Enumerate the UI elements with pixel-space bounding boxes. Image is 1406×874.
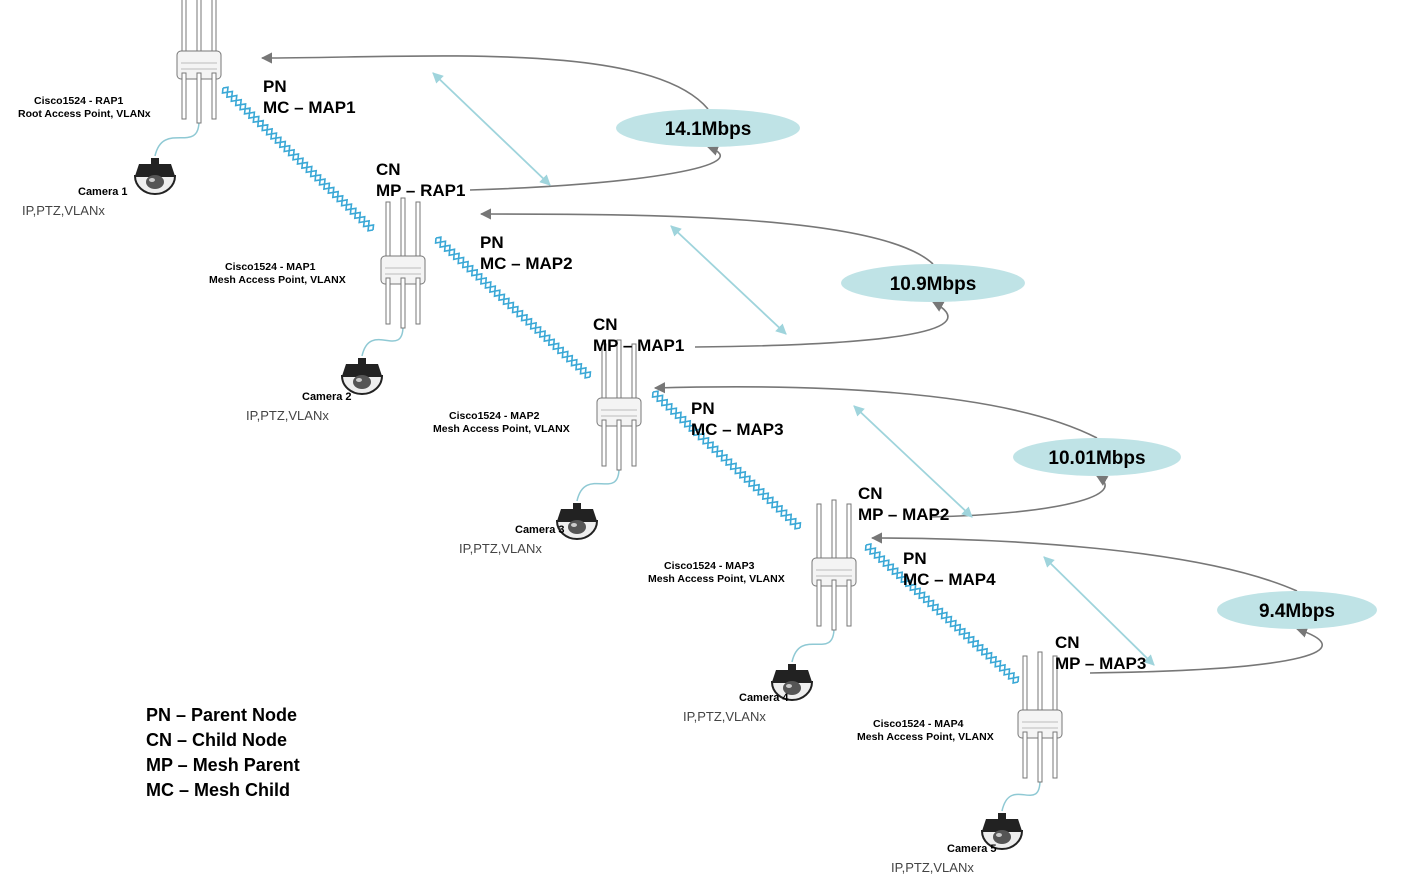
throughput-arrows [260, 52, 1324, 674]
access-point-name: Cisco1524 - MAP1 [225, 261, 316, 273]
link-double-arrow [853, 405, 973, 518]
camera-cable [791, 627, 835, 663]
throughput-ellipse [1217, 591, 1377, 629]
throughput-arrow [929, 475, 1109, 518]
legend-item: MP – Mesh Parent [146, 755, 300, 775]
mesh-child-label: MC – MAP3 [691, 420, 784, 439]
wireless-link [435, 236, 591, 379]
throughput-arrow [694, 301, 949, 348]
access-point-icon [380, 197, 426, 329]
mesh-child-label: MC – MAP1 [263, 98, 356, 117]
access-point-role: Mesh Access Point, VLANX [433, 423, 570, 435]
camera-name: Camera 5 [947, 843, 997, 855]
wireless-links [221, 86, 1020, 684]
mesh-child-label: MC – MAP4 [903, 570, 996, 589]
mesh-parent-label: MP – MAP1 [593, 336, 684, 355]
parent-node-label: PN [903, 549, 927, 568]
link-double-arrow [1043, 556, 1155, 666]
mesh-parent-label: MP – RAP1 [376, 181, 465, 200]
access-point-icon [596, 339, 642, 471]
camera-name: Camera 2 [302, 391, 352, 403]
mesh-child-label: MC – MAP2 [480, 254, 573, 273]
parent-node-label: PN [480, 233, 504, 252]
camera-desc: IP,PTZ,VLANx [459, 541, 542, 556]
camera-cable [576, 467, 620, 502]
access-point-name: Cisco1524 - MAP3 [664, 560, 755, 572]
legend-item: PN – Parent Node [146, 705, 297, 725]
child-node-label: CN [593, 315, 618, 334]
camera-name: Camera 4 [739, 692, 789, 704]
mesh-parent-label: MP – MAP3 [1055, 654, 1146, 673]
throughput-rate: 10.9Mbps [890, 274, 977, 295]
wireless-link [222, 86, 374, 232]
access-point-role: Mesh Access Point, VLANX [857, 731, 994, 743]
child-node-label: CN [1055, 633, 1080, 652]
throughput-arrow [479, 208, 934, 265]
camera-icon [341, 357, 383, 395]
throughput-rate: 9.4Mbps [1259, 601, 1335, 622]
access-point-role: Mesh Access Point, VLANX [648, 573, 785, 585]
throughput-arrow [653, 382, 1098, 439]
throughput-ellipse [616, 109, 800, 147]
camera-desc: IP,PTZ,VLANx [22, 203, 105, 218]
child-node-label: CN [376, 160, 401, 179]
camera-desc: IP,PTZ,VLANx [246, 408, 329, 423]
camera-name: Camera 3 [515, 524, 565, 536]
throughput-arrow [870, 532, 1298, 592]
throughput-rate: 14.1Mbps [665, 119, 752, 140]
access-point-icon [811, 499, 857, 631]
camera-icon [134, 157, 176, 195]
throughput-arrow [469, 145, 722, 191]
camera-desc: IP,PTZ,VLANx [891, 860, 974, 874]
camera-cable [361, 325, 404, 357]
link-double-arrow [432, 72, 551, 186]
wireless-link [865, 543, 1019, 684]
child-node-label: CN [858, 484, 883, 503]
camera-cable [154, 120, 200, 157]
access-point-name: Cisco1524 - RAP1 [34, 95, 123, 107]
parent-node-label: PN [263, 77, 287, 96]
throughput-ellipse [841, 264, 1025, 302]
throughput-arrow [260, 52, 709, 110]
parent-node-label: PN [691, 399, 715, 418]
legend: PN – Parent Node CN – Child Node MP – Me… [146, 705, 300, 800]
camera-cables [154, 120, 1041, 812]
throughput-ellipse [1013, 438, 1181, 476]
throughput-rate: 10.01Mbps [1048, 448, 1145, 469]
access-point-role: Root Access Point, VLANx [18, 108, 151, 120]
access-point-icon [176, 0, 222, 124]
wireless-link [652, 390, 801, 530]
access-point-name: Cisco1524 - MAP2 [449, 410, 540, 422]
mesh-parent-label: MP – MAP2 [858, 505, 949, 524]
access-point-role: Mesh Access Point, VLANX [209, 274, 346, 286]
legend-item: CN – Child Node [146, 730, 287, 750]
camera-desc: IP,PTZ,VLANx [683, 709, 766, 724]
access-point-name: Cisco1524 - MAP4 [873, 718, 964, 730]
camera-name: Camera 1 [78, 186, 128, 198]
legend-item: MC – Mesh Child [146, 780, 290, 800]
camera-cable [1001, 779, 1041, 812]
link-double-arrow [670, 225, 787, 335]
throughput-arrow [1089, 626, 1324, 674]
